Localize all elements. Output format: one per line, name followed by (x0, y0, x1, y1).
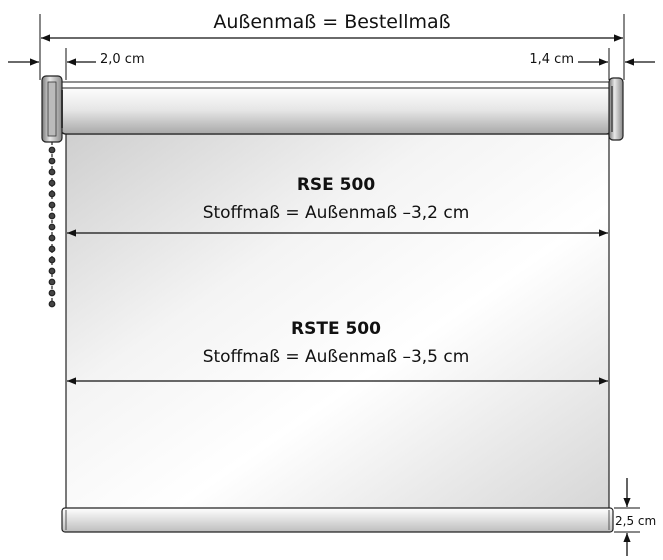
outer-dimension-label: Außenmaß = Bestellmaß (213, 11, 450, 33)
bottom-bar-label: 2,5 cm (615, 514, 656, 528)
model-name-rste: RSTE 500 (291, 319, 381, 339)
model-formula-rse: Stoffmaß = Außenmaß –3,2 cm (203, 203, 470, 223)
roller-tube (59, 85, 613, 135)
tube-top-edge (61, 81, 611, 89)
left-offset-label: 2,0 cm (100, 52, 145, 67)
model-name-rse: RSE 500 (297, 175, 376, 195)
bottom-weight-bar (61, 507, 614, 533)
right-offset-label: 1,4 cm (529, 52, 574, 67)
model-formula-rste: Stoffmaß = Außenmaß –3,5 cm (203, 347, 470, 367)
left-end-cap (41, 75, 63, 143)
right-end-cap (608, 77, 624, 141)
fabric-panel (65, 133, 610, 510)
bead-chain (48, 142, 56, 308)
